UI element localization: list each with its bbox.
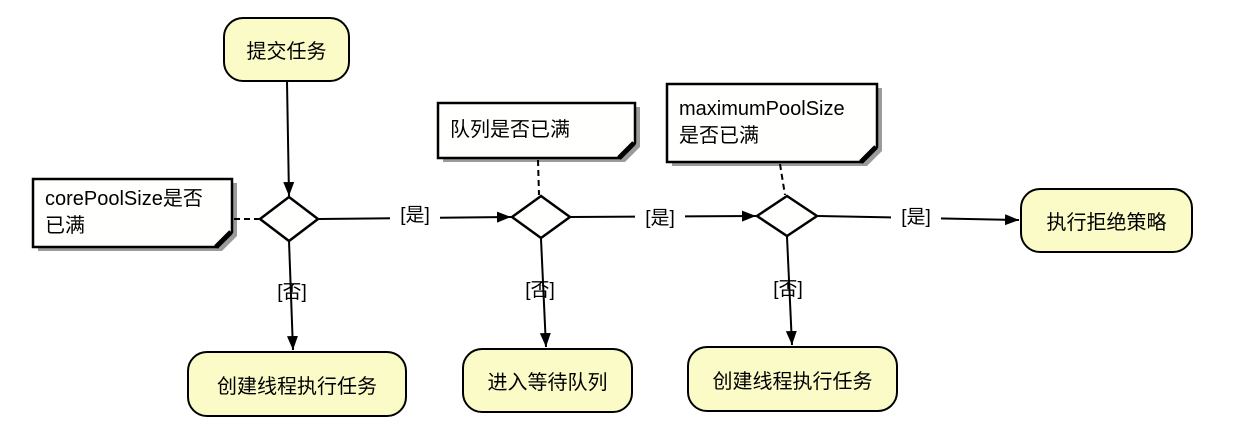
activity-reject-policy: 执行拒绝策略 — [1020, 188, 1193, 253]
note-fold-corner — [214, 230, 233, 249]
note-line: 已满 — [45, 215, 85, 237]
activity-create-thread-2: 创建线程执行任务 — [687, 346, 898, 412]
note-queue-text: 队列是否已满 — [450, 117, 570, 144]
edge-label-yes-3: [是] — [891, 205, 941, 231]
activity-label: 执行拒绝策略 — [1046, 212, 1167, 234]
note-line: corePoolSize是否 — [45, 188, 203, 210]
activity-label: 创建线程执行任务 — [217, 375, 377, 398]
activity-label: 进入等待队列 — [487, 372, 608, 394]
decision-core-pool-diamond — [257, 195, 321, 243]
edge-label-yes-2: [是] — [635, 206, 685, 232]
activity-enter-queue: 进入等待队列 — [462, 348, 633, 413]
edge-decision1-no-to-create1 — [286, 240, 298, 351]
activity-create-thread-1: 创建线程执行任务 — [187, 351, 407, 417]
edge-label-no-3: [否] — [773, 279, 803, 300]
note-queue-shape — [436, 101, 640, 162]
note-max-pool-text: maximumPoolSize 是否已满 — [679, 96, 845, 150]
activity-submit-task: 提交任务 — [223, 17, 350, 82]
activity-label: 创建线程执行任务 — [712, 370, 873, 393]
edge-decision3-no-to-create2 — [785, 236, 797, 346]
edge-submit-to-decision1 — [283, 81, 295, 197]
note-core-pool-shape — [31, 177, 237, 251]
note-line: 队列是否已满 — [450, 119, 570, 141]
note-line: 是否已满 — [679, 125, 759, 147]
edge-label-yes-1: [是] — [390, 203, 440, 229]
note-core-pool-text: corePoolSize是否 已满 — [45, 186, 203, 240]
connector-note-queue — [537, 159, 540, 196]
decision-max-pool-diamond — [754, 194, 820, 238]
edge-label-no-2: [否] — [525, 280, 555, 301]
note-fold-corner — [859, 145, 878, 164]
edge-decision2-no-to-queue — [539, 238, 551, 348]
activity-label: 提交任务 — [246, 41, 327, 63]
note-line: maximumPoolSize — [679, 98, 845, 120]
note-fold-corner — [617, 141, 636, 160]
connector-note-max-pool — [779, 163, 786, 196]
note-max-pool-shape — [665, 82, 882, 166]
decision-queue-diamond — [509, 194, 573, 240]
edge-label-no-1: [否] — [277, 282, 307, 303]
